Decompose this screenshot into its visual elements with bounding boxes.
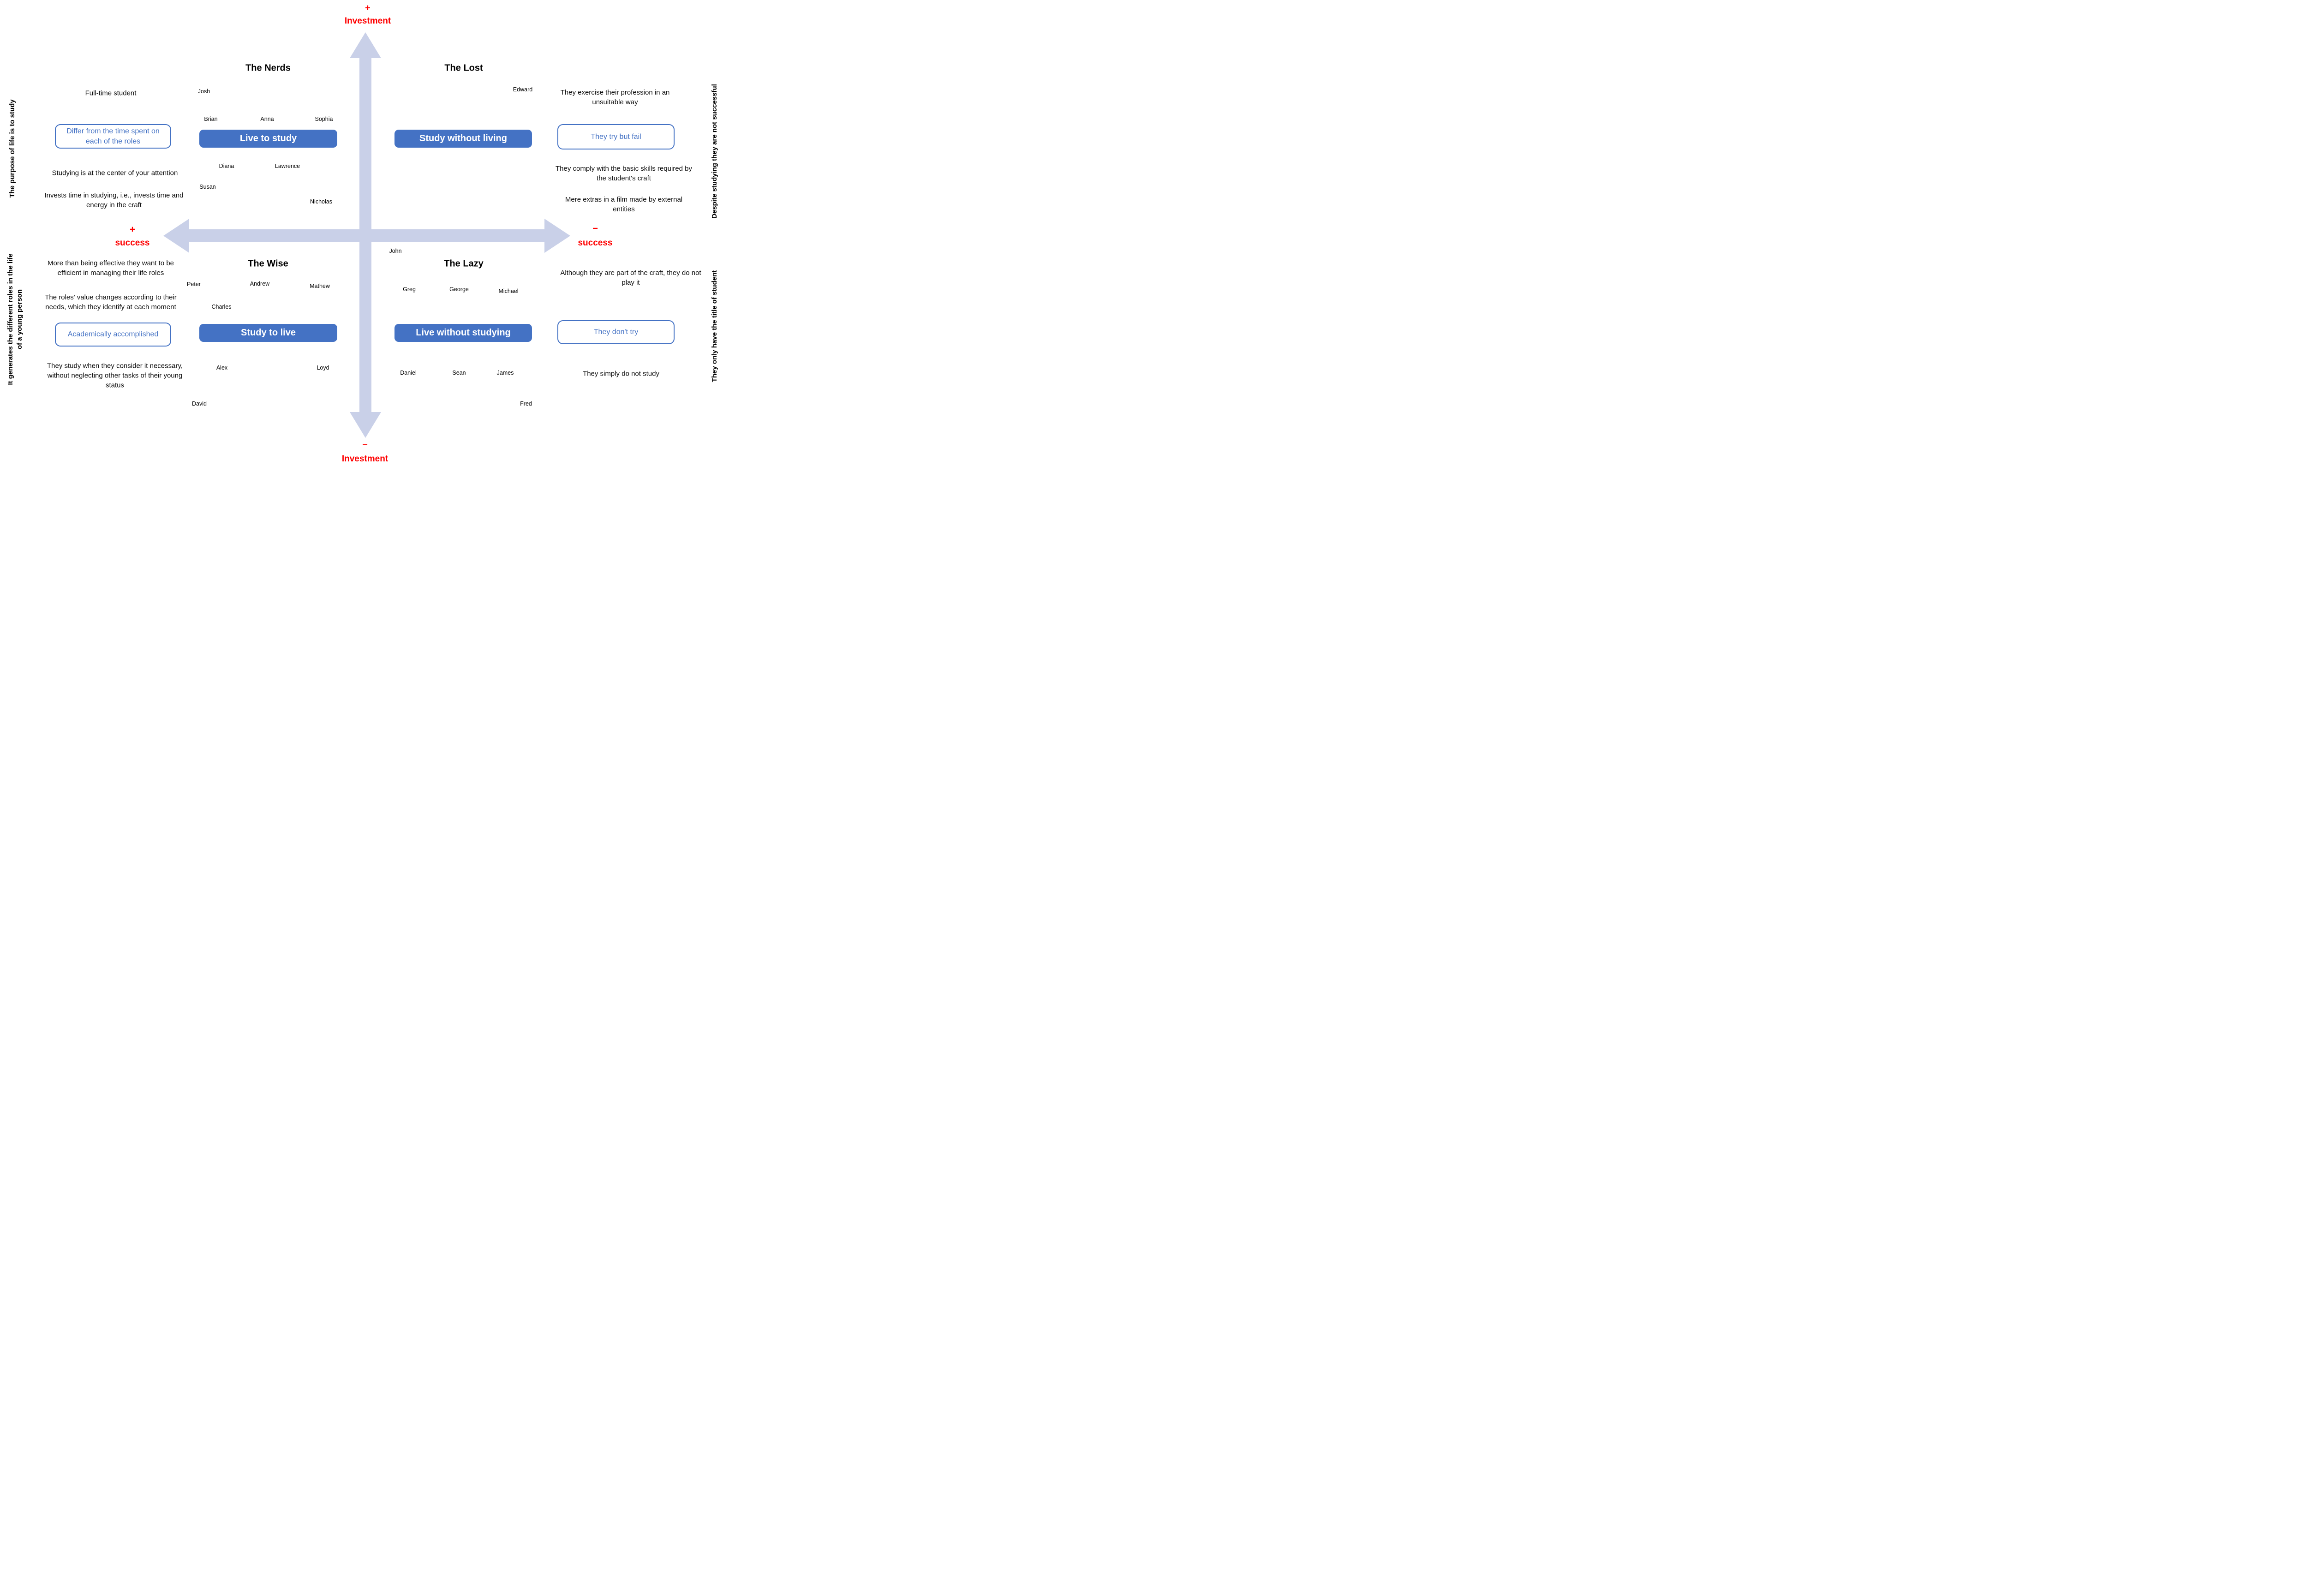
quadrant-title-lost: The Lost [444,63,483,73]
quadrant-title-wise: The Wise [248,258,288,269]
name-lawrence: Lawrence [275,163,300,169]
side-label-left-bottom: It generates the different roles in the … [6,250,25,389]
slogan-live-without-studying: Live without studying [394,324,532,342]
name-sean: Sean [452,370,466,376]
name-edward: Edward [513,86,533,93]
note-study-when-necessary: They study when they consider it necessa… [47,362,183,389]
axis-label-bottom: Investment [341,454,388,464]
name-anna: Anna [260,116,274,122]
name-peter: Peter [187,281,201,287]
axis-sign-bottom: − [362,440,368,450]
name-charles: Charles [211,304,232,310]
name-daniel: Daniel [400,370,417,376]
name-nicholas: Nicholas [310,198,332,205]
side-label-left-bottom-line1: It generates the different roles in the … [6,253,14,385]
axis-label-left: success [115,238,150,248]
name-george: George [449,286,469,293]
name-susan: Susan [199,184,216,190]
name-loyd: Loyd [317,365,329,371]
side-label-right-bottom: They only have the title of student [710,270,718,383]
name-david: David [192,400,207,407]
axis-sign-right: − [592,223,598,234]
note-invests-time: Invests time in studying, i.e., invests … [44,191,184,209]
axis-sign-left: + [130,224,135,235]
callout-academically-accomplished: Academically accomplished [55,323,171,347]
name-sophia: Sophia [315,116,333,122]
side-label-left-top: The purpose of life is to study [8,99,16,198]
quadrant-title-lazy: The Lazy [444,258,484,269]
quadrant-diagram: + Investment − Investment + success − su… [0,0,723,468]
name-andrew: Andrew [250,281,270,287]
name-mathew: Mathew [310,283,330,289]
note-part-of-craft: Although they are part of the craft, the… [560,269,701,287]
axis-label-right: success [578,238,613,248]
name-greg: Greg [403,286,416,293]
quadrant-title-nerds: The Nerds [245,63,291,73]
note-exercise-profession: They exercise their profession in an uns… [560,89,670,106]
name-michael: Michael [498,288,519,294]
name-james: James [496,370,514,376]
axis-label-top: Investment [344,16,391,26]
axis-sign-top: + [365,3,371,13]
slogan-study-to-live: Study to live [199,324,337,342]
name-brian: Brian [204,116,218,122]
callout-differ-from-time: Differ from the time spent on each of th… [55,124,171,149]
axis-arrows [163,32,570,438]
slogan-study-without-living: Study without living [394,130,532,148]
name-diana: Diana [219,163,234,169]
name-fred: Fred [520,400,532,407]
note-full-time-student: Full-time student [85,89,137,97]
note-mere-extras: Mere extras in a film made by external e… [565,196,683,213]
side-label-right-top: Despite studying they are not successful [710,84,718,219]
name-john: John [389,248,402,254]
callout-they-try-but-fail: They try but fail [557,124,675,149]
slogan-live-to-study: Live to study [199,130,337,148]
name-alex: Alex [216,365,228,371]
horizontal-axis-arrow [163,219,570,253]
side-label-left-bottom-line2: of a young person [16,289,24,350]
note-studying-center: Studying is at the center of your attent… [52,169,178,177]
name-josh: Josh [197,88,210,95]
note-roles-value: The roles' value changes according to th… [45,293,177,311]
note-more-than-effective: More than being effective they want to b… [47,259,174,277]
note-simply-do-not-study: They simply do not study [583,370,659,378]
note-comply-basic-skills: They comply with the basic skills requir… [556,165,692,182]
callout-they-dont-try: They don't try [557,320,675,344]
